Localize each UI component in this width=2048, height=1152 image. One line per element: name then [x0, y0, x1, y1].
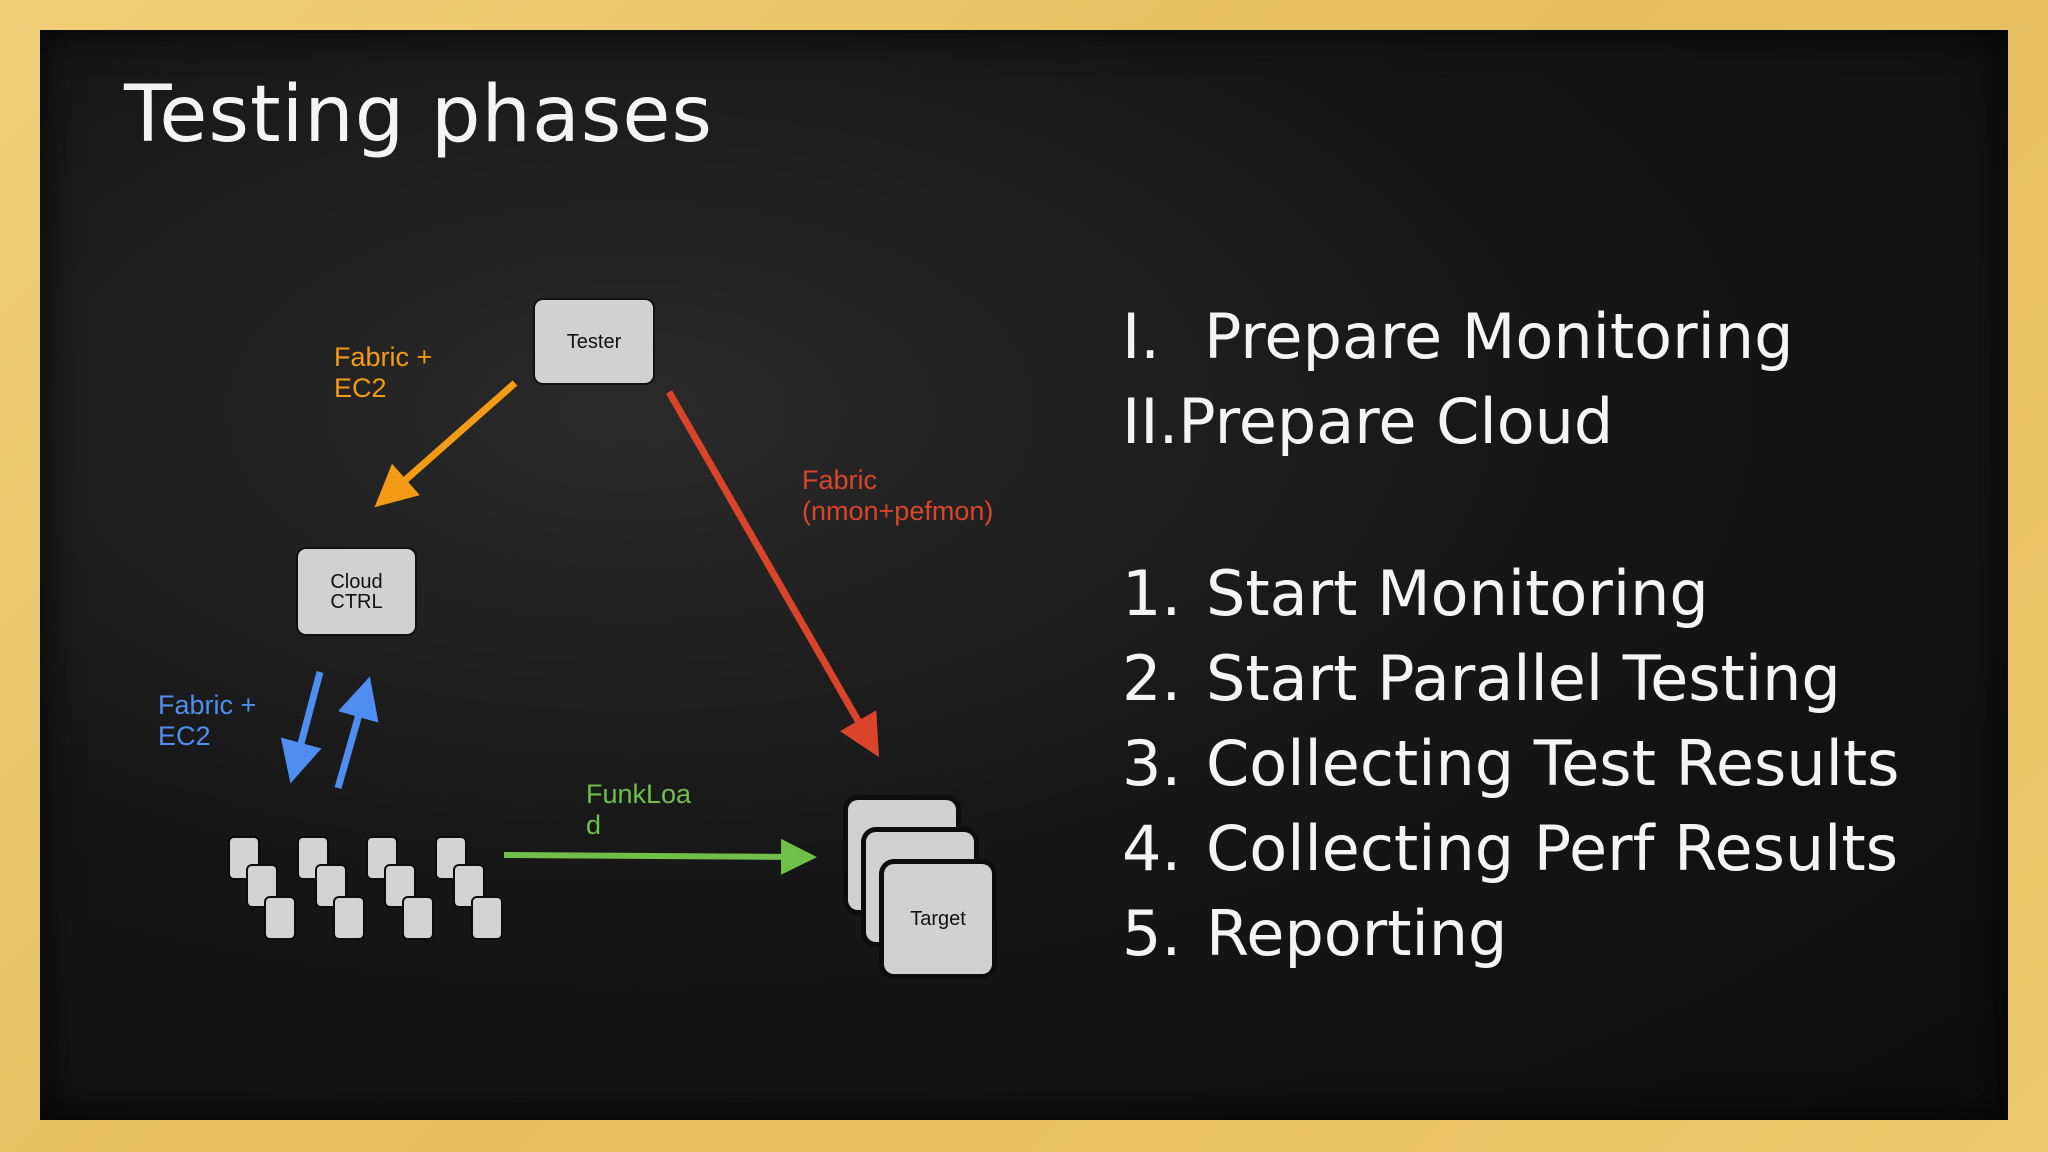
- phase-item: II.Prepare Cloud: [1122, 385, 1613, 458]
- step-item: 4. Collecting Perf Results: [1122, 812, 1898, 885]
- red-arrow: [665, 390, 879, 758]
- cloud-ctrl-node: Cloud CTRL: [298, 549, 415, 634]
- green-arrow: [503, 838, 817, 875]
- step-text: Start Monitoring: [1206, 557, 1709, 630]
- step-number: 1.: [1122, 557, 1182, 630]
- blue-arrow-label: Fabric + EC2: [158, 690, 257, 751]
- step-number: 4.: [1122, 812, 1182, 885]
- phase-number: I.: [1122, 300, 1160, 373]
- phase-text: Prepare Monitoring: [1204, 300, 1794, 373]
- phase-item: I. Prepare Monitoring: [1122, 300, 1793, 373]
- worker-box: [404, 898, 432, 938]
- step-text: Collecting Test Results: [1206, 727, 1900, 800]
- step-number: 3.: [1122, 727, 1182, 800]
- target-node: Target: [884, 864, 992, 974]
- red-arrow-label: Fabric (nmon+pefmon): [802, 465, 994, 526]
- step-item: 5. Reporting: [1122, 897, 1507, 970]
- step-text: Collecting Perf Results: [1206, 812, 1899, 885]
- worker-box: [266, 898, 294, 938]
- step-item: 2. Start Parallel Testing: [1122, 642, 1841, 715]
- step-text: Reporting: [1206, 897, 1508, 970]
- orange-arrow: [374, 380, 518, 508]
- orange-arrow-label: Fabric + EC2: [334, 342, 433, 403]
- blue-arrow-up: [334, 676, 379, 789]
- step-item: 1. Start Monitoring: [1122, 557, 1709, 630]
- step-item: 3. Collecting Test Results: [1122, 727, 1899, 800]
- phase-text: Prepare Cloud: [1178, 385, 1614, 458]
- worker-box: [473, 898, 501, 938]
- tester-node: Tester: [535, 300, 653, 383]
- step-text: Start Parallel Testing: [1206, 642, 1841, 715]
- slide-title: Testing phases: [124, 70, 714, 160]
- step-number: 5.: [1122, 897, 1182, 970]
- step-number: 2.: [1122, 642, 1182, 715]
- green-arrow-label: FunkLoa d: [586, 779, 692, 840]
- worker-box: [335, 898, 363, 938]
- phase-number: II.: [1122, 385, 1179, 458]
- blue-arrow-down: [280, 671, 324, 784]
